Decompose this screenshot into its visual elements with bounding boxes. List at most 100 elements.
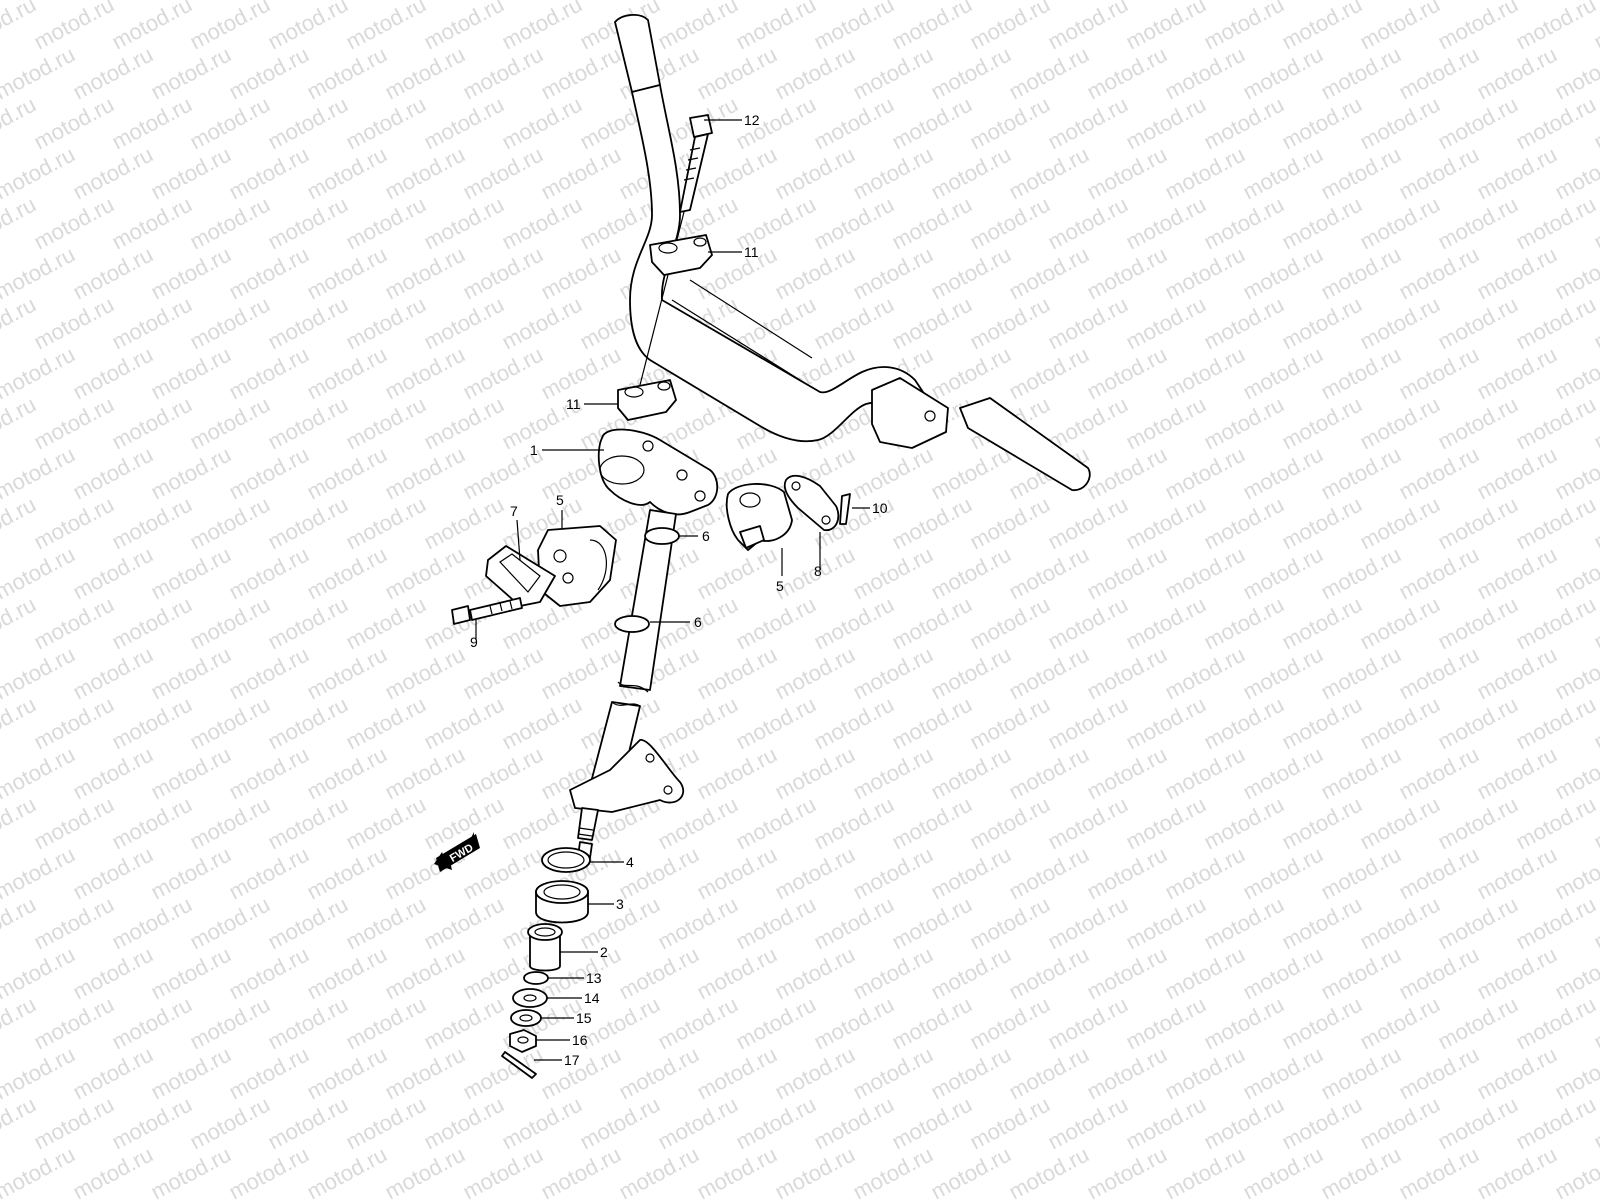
- watermark-text: motod.ru: [1395, 1042, 1483, 1105]
- watermark-text: motod.ru: [1200, 0, 1288, 54]
- watermark-text: motod.ru: [1083, 242, 1171, 305]
- watermark-text: motod.ru: [888, 892, 976, 955]
- watermark-text: motod.ru: [693, 742, 781, 805]
- watermark-text: motod.ru: [381, 742, 469, 805]
- watermark-text: motod.ru: [1005, 542, 1093, 605]
- watermark-text: motod.ru: [498, 292, 586, 355]
- watermark-text: motod.ru: [1044, 0, 1132, 54]
- watermark-text: motod.ru: [810, 1092, 898, 1155]
- watermark-text: motod.ru: [966, 592, 1054, 655]
- watermark-text: motod.ru: [420, 292, 508, 355]
- watermark-text: motod.ru: [1356, 792, 1444, 855]
- watermark-text: motod.ru: [1434, 492, 1522, 555]
- callout-label-15: 15: [576, 1010, 592, 1026]
- watermark-text: motod.ru: [849, 142, 937, 205]
- watermark-text: motod.ru: [420, 0, 508, 54]
- watermark-text: motod.ru: [186, 892, 274, 955]
- nut-16: [509, 1029, 537, 1053]
- watermark-text: motod.ru: [849, 1042, 937, 1105]
- watermark-text: motod.ru: [810, 592, 898, 655]
- watermark-text: motod.ru: [147, 342, 235, 405]
- washer-14: [512, 988, 548, 1008]
- watermark-text: motod.ru: [1005, 342, 1093, 405]
- watermark-text: motod.ru: [1005, 1042, 1093, 1105]
- watermark-text: motod.ru: [303, 242, 391, 305]
- watermark-text: motod.ru: [303, 442, 391, 505]
- watermark-text: motod.ru: [1551, 1042, 1600, 1105]
- watermark-text: motod.ru: [1473, 1142, 1561, 1200]
- watermark-text: motod.ru: [732, 692, 820, 755]
- watermark-text: motod.ru: [303, 842, 391, 905]
- watermark-text: motod.ru: [1083, 142, 1171, 205]
- watermark-text: motod.ru: [1551, 542, 1600, 605]
- watermark-text: motod.ru: [1083, 1142, 1171, 1200]
- watermark-text: motod.ru: [615, 942, 703, 1005]
- watermark-text: motod.ru: [264, 892, 352, 955]
- watermark-text: motod.ru: [225, 1042, 313, 1105]
- watermark-text: motod.ru: [1317, 242, 1405, 305]
- watermark-text: motod.ru: [1512, 892, 1600, 955]
- watermark-text: motod.ru: [537, 1142, 625, 1200]
- watermark-text: motod.ru: [1551, 142, 1600, 205]
- watermark-text: motod.ru: [264, 92, 352, 155]
- watermark-text: motod.ru: [810, 0, 898, 54]
- watermark-text: motod.ru: [927, 442, 1015, 505]
- watermark-text: motod.ru: [1239, 742, 1327, 805]
- watermark-text: motod.ru: [654, 1092, 742, 1155]
- watermark-text: motod.ru: [69, 442, 157, 505]
- watermark-text: motod.ru: [1395, 1142, 1483, 1200]
- watermark-text: motod.ru: [225, 942, 313, 1005]
- callout-label-16: 16: [572, 1032, 588, 1048]
- callout-label-7: 7: [510, 503, 518, 519]
- watermark-text: motod.ru: [1434, 0, 1522, 54]
- watermark-text: motod.ru: [1395, 442, 1483, 505]
- watermark-text: motod.ru: [1434, 892, 1522, 955]
- watermark-text: motod.ru: [225, 142, 313, 205]
- watermark-text: motod.ru: [615, 1042, 703, 1105]
- watermark-text: motod.ru: [1005, 142, 1093, 205]
- watermark-text: motod.ru: [1551, 242, 1600, 305]
- watermark-text: motod.ru: [1200, 492, 1288, 555]
- watermark-text: motod.ru: [1239, 642, 1327, 705]
- watermark-text: motod.ru: [498, 1092, 586, 1155]
- upper-holder-top: [649, 234, 713, 276]
- callout-label-14: 14: [584, 990, 600, 1006]
- watermark-text: motod.ru: [888, 592, 976, 655]
- watermark-text: motod.ru: [1395, 742, 1483, 805]
- watermark-text: motod.ru: [849, 542, 937, 605]
- watermark-text: motod.ru: [1356, 192, 1444, 255]
- watermark-text: motod.ru: [1434, 992, 1522, 1055]
- watermark-text: motod.ru: [186, 992, 274, 1055]
- watermark-text: motod.ru: [186, 292, 274, 355]
- watermark-text: motod.ru: [732, 0, 820, 54]
- watermark-text: motod.ru: [147, 242, 235, 305]
- watermark-text: motod.ru: [1356, 392, 1444, 455]
- watermark-text: motod.ru: [108, 92, 196, 155]
- watermark-text: motod.ru: [225, 442, 313, 505]
- watermark-text: motod.ru: [108, 392, 196, 455]
- upper-holder-bottom: [617, 379, 677, 421]
- watermark-text: motod.ru: [1200, 92, 1288, 155]
- watermark-text: motod.ru: [1044, 692, 1132, 755]
- watermark-text: motod.ru: [420, 592, 508, 655]
- watermark-text: motod.ru: [888, 992, 976, 1055]
- plate-8: [783, 474, 840, 531]
- watermark-text: motod.ru: [1512, 1092, 1600, 1155]
- watermark-text: motod.ru: [888, 192, 976, 255]
- watermark-text: motod.ru: [303, 742, 391, 805]
- watermark-text: motod.ru: [1317, 1142, 1405, 1200]
- callout-label-4: 4: [626, 854, 634, 870]
- watermark-text: motod.ru: [1122, 0, 1210, 54]
- watermark-text: motod.ru: [1473, 842, 1561, 905]
- watermark-text: motod.ru: [1278, 692, 1366, 755]
- watermark-text: motod.ru: [342, 792, 430, 855]
- watermark-text: motod.ru: [1161, 842, 1249, 905]
- watermark-text: motod.ru: [108, 692, 196, 755]
- watermark-text: motod.ru: [1278, 192, 1366, 255]
- watermark-text: motod.ru: [303, 1142, 391, 1200]
- watermark-text: motod.ru: [810, 192, 898, 255]
- watermark-text: motod.ru: [498, 92, 586, 155]
- callout-label-9: 9: [470, 634, 478, 650]
